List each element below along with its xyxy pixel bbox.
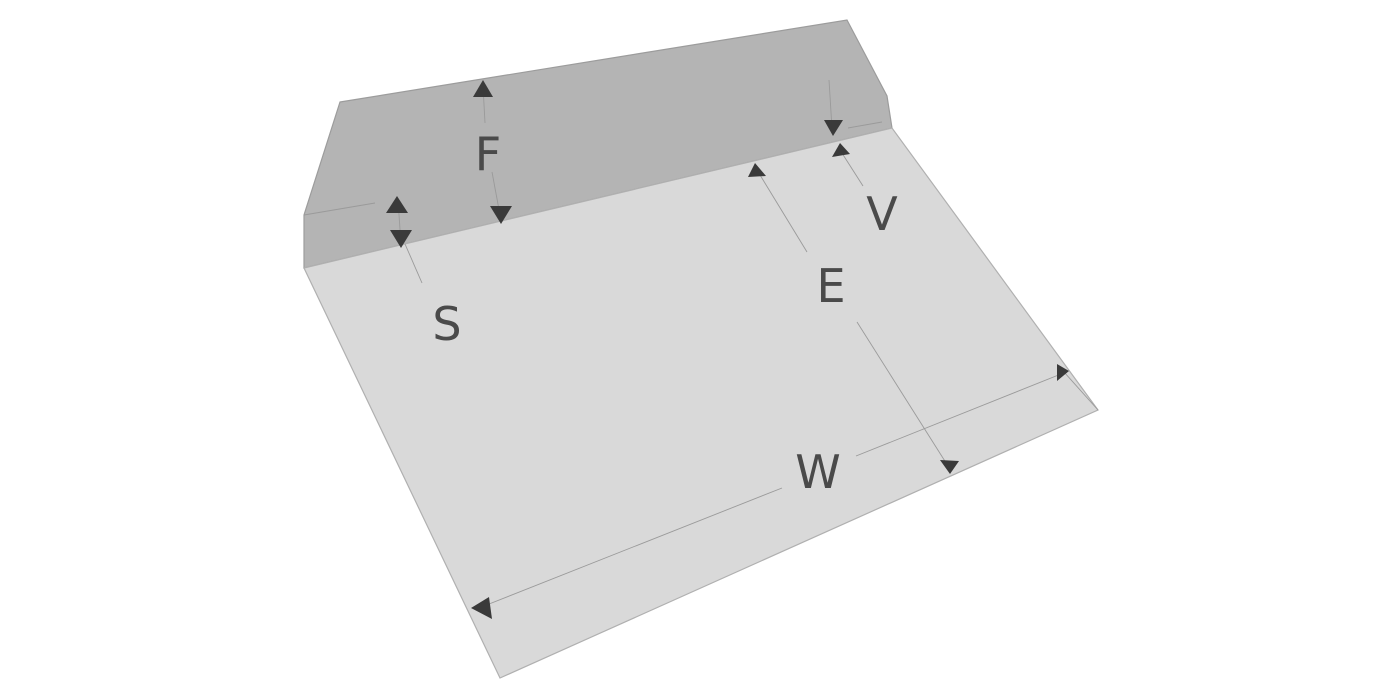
arrow-v-bottom: [832, 143, 850, 157]
arrow-e-bottom: [940, 460, 959, 474]
arrow-s-bottom: [390, 230, 412, 248]
arrow-s-top: [386, 196, 408, 213]
arrow-f-top: [473, 80, 493, 97]
label-e: E: [816, 259, 845, 313]
arrow-e-top: [748, 163, 766, 177]
arrow-f-bottom: [490, 206, 512, 224]
arrow-w-right: [1057, 364, 1069, 381]
dimension-s: S: [386, 196, 462, 351]
label-f: F: [475, 127, 501, 181]
dimension-w: W: [471, 364, 1069, 619]
arrow-v-top: [824, 120, 843, 136]
dimension-v: V: [824, 120, 898, 241]
dimension-e: E: [748, 163, 959, 474]
label-w: W: [795, 445, 840, 499]
dimension-f: F: [473, 80, 512, 224]
label-v: V: [866, 187, 898, 241]
arrow-w-left: [471, 597, 492, 619]
label-s: S: [432, 297, 461, 351]
extension-lines: [303, 79, 1099, 411]
